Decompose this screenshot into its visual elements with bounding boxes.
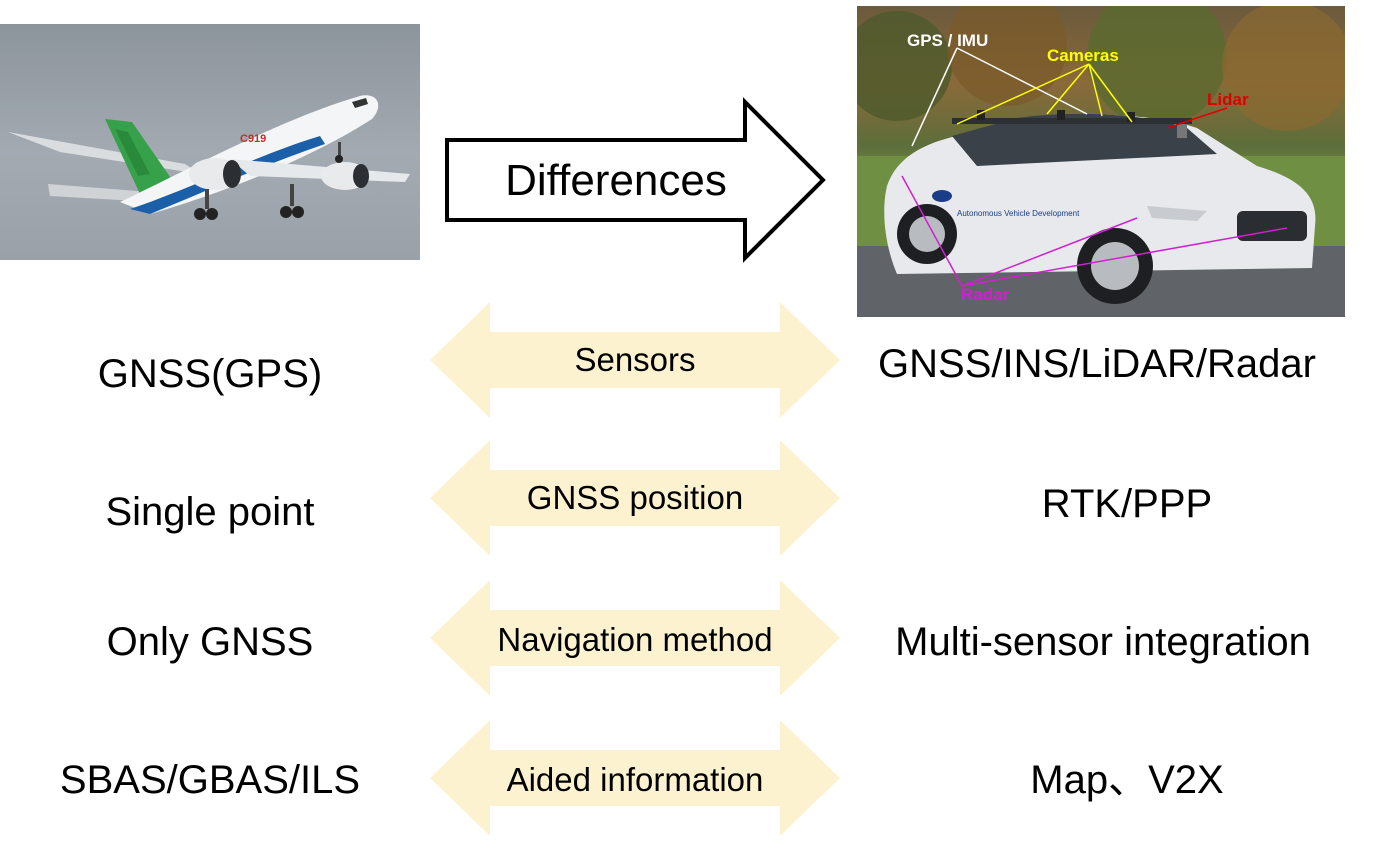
vehicle-navigation-method: Multi-sensor integration [895,620,1311,664]
radar-label: Radar [961,285,1010,304]
category-sensors: Sensors [574,341,696,378]
differences-label: Differences [505,156,727,205]
differences-arrow [445,97,826,263]
category-navigation-method: Navigation method [497,621,773,658]
aircraft-sensors: GNSS(GPS) [97,352,323,396]
aircraft-tail-text: C919 [240,133,266,145]
aircraft-illustration: C919 [8,95,410,220]
double-arrow-sensors [430,302,840,418]
vehicle-illustration: Autonomous Vehicle Development GPS / IMU… [857,6,1345,317]
double-arrow-navigation-method [430,580,840,696]
category-gnss-position: GNSS position [526,479,744,516]
door-text: Autonomous Vehicle Development [957,209,1080,218]
aircraft-aided-information: SBAS/GBAS/ILS [59,758,361,802]
vehicle-aided-information: Map、V2X [1030,758,1224,802]
vehicle-photo: Autonomous Vehicle Development GPS / IMU… [857,6,1345,317]
aircraft-gnss-position: Single point [105,490,315,534]
vehicle-gnss-position: RTK/PPP [1041,482,1213,526]
gps-imu-label: GPS / IMU [907,31,988,50]
double-arrow-gnss-position [430,440,840,556]
lidar-label: Lidar [1207,90,1249,109]
double-arrow-aided-information [430,720,840,836]
vehicle-sensors: GNSS/INS/LiDAR/Radar [878,342,1316,386]
category-aided-information: Aided information [506,761,764,798]
aircraft-navigation-method: Only GNSS [106,620,314,664]
aircraft-photo: C919 [0,24,420,260]
cameras-label: Cameras [1047,46,1119,65]
